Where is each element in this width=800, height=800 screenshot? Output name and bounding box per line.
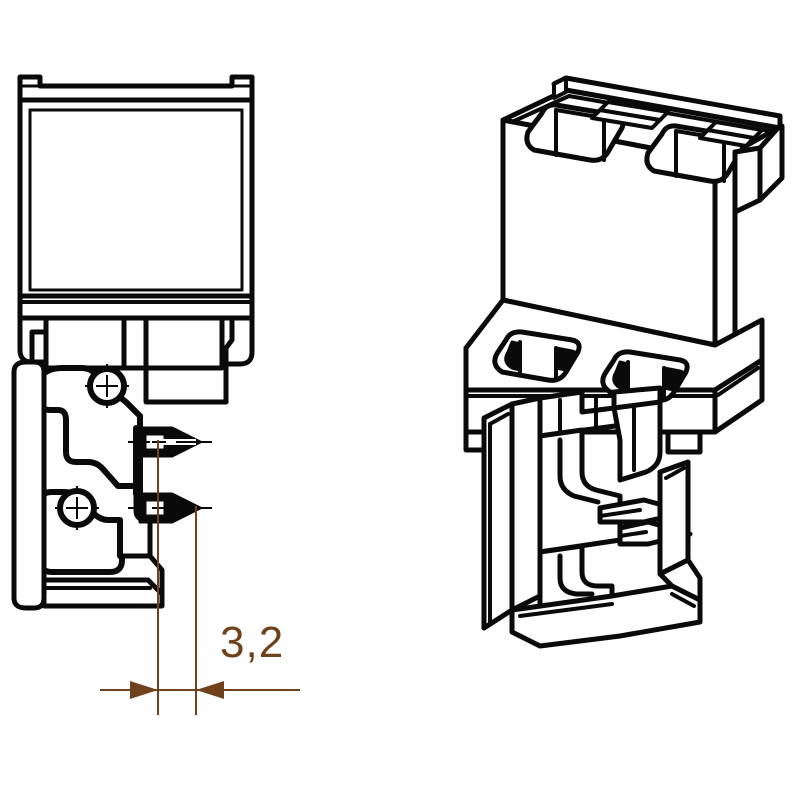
contact-pin-lower	[128, 492, 212, 524]
side-elevation-view	[11, 74, 255, 611]
contact-pin-shanks	[133, 413, 143, 497]
dimension-value-text: 3,2	[220, 618, 284, 667]
din-rail-bottom-plate	[41, 577, 165, 609]
dimension-arrow-left	[130, 681, 158, 699]
iso-din-rail-clip	[481, 385, 703, 649]
terminal-screw-upper	[85, 364, 129, 408]
iso-rear-bracket	[732, 123, 785, 215]
housing-lower-band	[17, 293, 255, 321]
iso-screw-wells	[492, 329, 690, 403]
terminal-chamber-blocks	[29, 315, 235, 405]
din-rail-foot-left	[11, 359, 47, 611]
iso-screw-access-slots	[590, 100, 764, 148]
pin-pitch-dimension: 3,2	[100, 440, 300, 715]
terminal-screw-lower	[55, 486, 99, 530]
isometric-3d-view	[463, 75, 785, 649]
housing-body-outline	[17, 97, 255, 299]
dimension-arrow-right	[196, 681, 224, 699]
